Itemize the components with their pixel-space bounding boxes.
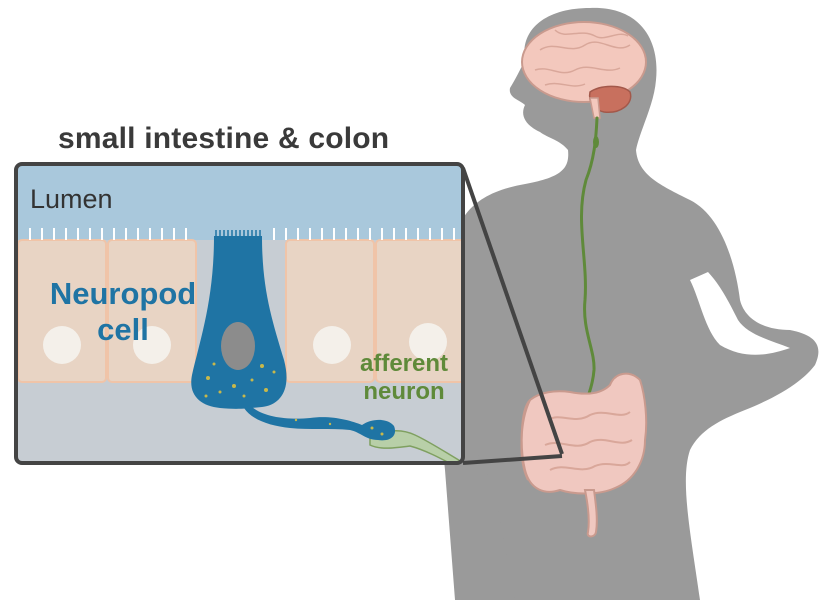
afferent-neuron-label: afferent neuron <box>359 350 449 405</box>
intestines <box>520 372 648 538</box>
diagram-title: small intestine & colon <box>58 122 390 155</box>
microvilli <box>29 228 455 240</box>
inset-box <box>14 162 465 465</box>
neuropod-cell-shape <box>191 230 396 441</box>
afferent-neuron-shape <box>369 430 463 463</box>
zoom-lines <box>461 167 564 465</box>
epithelial-cells <box>17 239 463 383</box>
lumen-label: Lumen <box>30 184 113 214</box>
brain <box>521 21 647 119</box>
neuropod-cell-label: Neuropod cell <box>49 276 197 347</box>
